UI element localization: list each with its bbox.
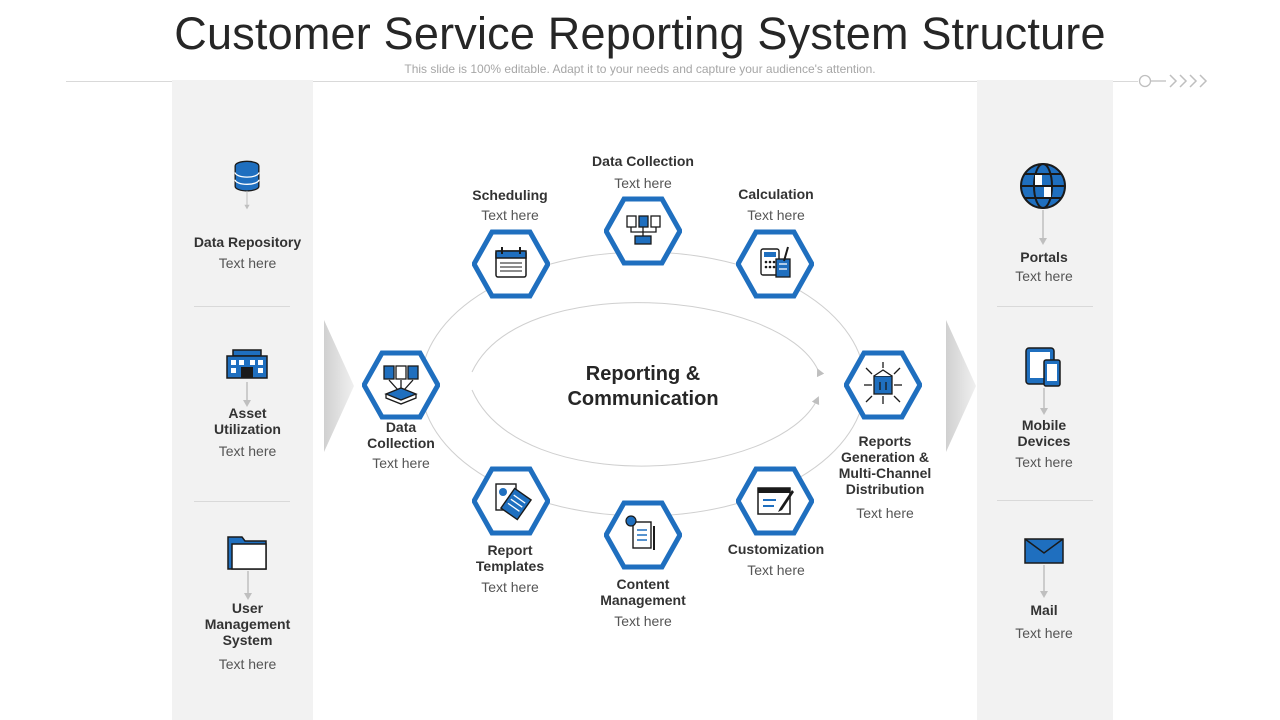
cycle-label: Data Collection — [367, 419, 435, 451]
cycle-hexagon — [844, 350, 922, 420]
cycle-label: Content Management — [600, 576, 686, 608]
right-item-label: Mobile Devices — [1017, 417, 1071, 449]
center-title-line2: Communication — [567, 388, 719, 410]
database-icon — [234, 160, 260, 210]
mail-icon — [1024, 538, 1064, 598]
folder-icon — [227, 536, 267, 600]
cycle-sub: Text here — [481, 207, 539, 223]
right-item-sub: Text here — [1015, 454, 1073, 470]
cycle-label: Report Templates — [475, 542, 545, 574]
distribution-box-icon — [864, 362, 902, 404]
chevron-arrows-icon — [1138, 74, 1208, 88]
cycle-label: Reports Generation & Multi-Channel Distr… — [838, 433, 932, 497]
right-item-label: Portals — [1020, 249, 1068, 265]
left-pointer-arrow — [324, 320, 354, 452]
report-template-icon — [495, 483, 533, 521]
left-item-label: Asset Utilization — [214, 405, 281, 437]
cycle-hexagon — [736, 229, 814, 299]
cycle-label: Scheduling — [472, 187, 548, 203]
data-network-icon — [626, 215, 661, 245]
cycle-hexagon — [472, 466, 550, 536]
cycle-hexagon — [604, 500, 682, 570]
cycle-sub: Text here — [614, 175, 672, 191]
left-item-sub: Text here — [218, 656, 277, 672]
cycle-sub: Text here — [747, 562, 805, 578]
right-item-sub: Text here — [1015, 268, 1073, 284]
left-item-sub: Text here — [218, 443, 277, 459]
right-item-label: Mail — [1030, 602, 1058, 618]
documents-tray-icon — [383, 365, 419, 405]
left-item-sub: Text here — [218, 255, 277, 271]
cycle-hexagon — [604, 196, 682, 266]
center-title: Reporting & Communication — [543, 362, 743, 412]
cycle-hexagon — [362, 350, 440, 420]
right-divider — [997, 500, 1093, 501]
content-documents-icon — [625, 515, 655, 550]
cycle-hexagon — [472, 229, 550, 299]
right-item-sub: Text here — [1015, 625, 1073, 641]
cycle-hexagon — [736, 466, 814, 536]
building-icon — [226, 349, 268, 407]
cycle-sub: Text here — [747, 207, 805, 223]
cycle-label: Data Collection — [592, 153, 694, 169]
page-subtitle: This slide is 100% editable. Adapt it to… — [404, 62, 876, 76]
right-divider — [997, 306, 1093, 307]
globe-icon — [1020, 163, 1066, 245]
cycle-sub: Text here — [481, 579, 539, 595]
left-divider — [194, 501, 290, 502]
cycle-sub: Text here — [372, 455, 430, 471]
cycle-label: Calculation — [738, 186, 814, 202]
calculator-icon — [760, 246, 791, 278]
center-title-line1: Reporting & — [585, 363, 701, 385]
cycle-sub: Text here — [856, 505, 914, 521]
right-pointer-arrow — [946, 320, 976, 452]
calendar-icon — [495, 247, 527, 278]
left-item-label: Data Repository — [193, 234, 302, 250]
mobile-devices-icon — [1025, 347, 1061, 415]
header-divider — [66, 81, 1138, 82]
page-title: Customer Service Reporting System Struct… — [174, 8, 1106, 59]
left-item-label: User Management System — [204, 600, 291, 648]
cycle-sub: Text here — [614, 613, 672, 629]
left-divider — [194, 306, 290, 307]
edit-window-icon — [757, 487, 794, 515]
cycle-label: Customization — [727, 541, 825, 557]
